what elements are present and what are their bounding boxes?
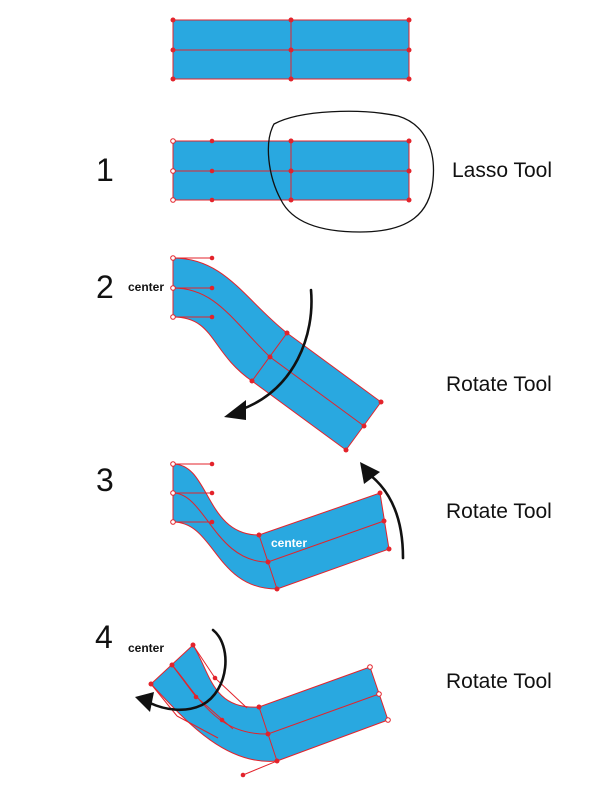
bent-shape-step-3 — [170, 461, 392, 592]
rotate-arrow-icon — [224, 288, 313, 420]
step-4-number: 4 — [95, 619, 113, 655]
step-4-tool-label: Rotate Tool — [446, 670, 552, 693]
step-3-tool-label: Rotate Tool — [446, 500, 552, 523]
step-1-number: 1 — [96, 152, 114, 188]
bent-shape-step-4 — [148, 642, 391, 778]
rectangle-with-lasso-selection — [170, 138, 412, 203]
step-2-center-label: center — [128, 280, 164, 294]
step-2: 2 center Rotate Tool — [96, 255, 552, 453]
step-3-center-label: center — [271, 536, 307, 550]
bent-shape-step-2 — [170, 255, 384, 453]
step-1: 1 Lasso Tool — [96, 110, 552, 233]
rotate-arrow-icon — [360, 462, 405, 560]
step-4-center-label: center — [128, 641, 164, 655]
rotate-arrow-icon — [135, 628, 227, 712]
step-4: 4 center Rotate — [95, 619, 552, 778]
step-2-number: 2 — [96, 269, 114, 305]
step-2-tool-label: Rotate Tool — [446, 373, 552, 396]
step-1-tool-label: Lasso Tool — [452, 159, 552, 182]
step-3: 3 center Rotate Tool — [96, 461, 552, 592]
lasso-selection-icon — [267, 110, 435, 233]
step-3-number: 3 — [96, 462, 114, 498]
original-rectangle — [170, 17, 412, 82]
